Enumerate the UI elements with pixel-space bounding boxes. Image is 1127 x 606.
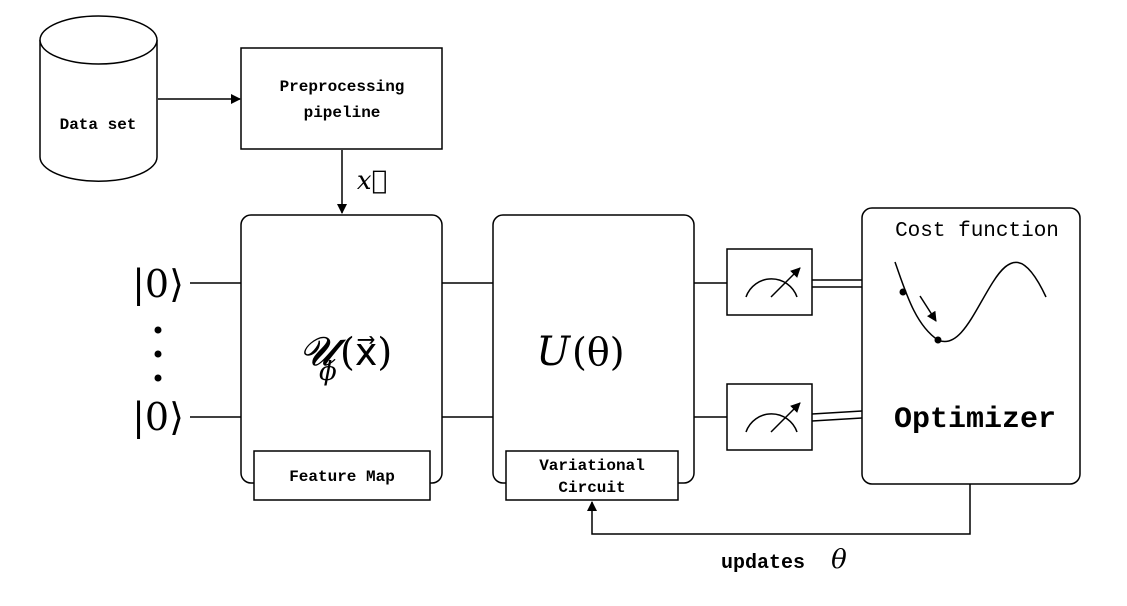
feature-map-subscript: ϕ — [319, 357, 337, 387]
variational-argument: (θ) — [572, 330, 625, 374]
dataset-label: Data set — [60, 116, 137, 134]
meter-icon — [745, 402, 801, 433]
variational-circuit-node: U (θ) Variational Circuit — [492, 214, 695, 501]
variational-operator: U — [536, 329, 571, 375]
feedback-label: updates — [721, 552, 805, 575]
preprocessing-node: Preprocessing pipeline — [240, 47, 443, 150]
qubit-ket-bottom: |0⟩ — [132, 395, 184, 439]
feature-map-node: 𝓤 ϕ (x⃗) Feature Map — [240, 214, 443, 501]
classical-wires — [811, 279, 863, 422]
optimizer-label: Optimizer — [894, 403, 1056, 437]
variational-caption-line1: Variational — [539, 457, 645, 475]
preprocessing-label-line1: Preprocessing — [280, 78, 405, 96]
x-vector-label: x⃗ — [357, 166, 387, 196]
cost-curve-icon — [894, 261, 1047, 344]
database-icon — [39, 15, 158, 182]
cost-function-label: Cost function — [895, 220, 1059, 243]
qubit-ellipsis — [154, 326, 162, 382]
optimizer-node: Cost function Optimizer — [861, 207, 1081, 485]
feedback-arrow — [587, 484, 971, 535]
feedback-param: θ — [831, 545, 847, 575]
dataset-node: Data set — [39, 15, 158, 182]
variational-caption-line2: Circuit — [558, 479, 625, 497]
feature-map-argument: (x⃗) — [340, 330, 392, 374]
qubit-wires — [190, 282, 727, 418]
qubit-ket-top: |0⟩ — [132, 262, 184, 306]
meter-icon — [745, 267, 801, 298]
measurement-top — [726, 248, 813, 316]
measurement-bottom — [726, 383, 813, 451]
feature-map-caption: Feature Map — [289, 468, 395, 486]
preprocessing-label-line2: pipeline — [304, 104, 381, 122]
